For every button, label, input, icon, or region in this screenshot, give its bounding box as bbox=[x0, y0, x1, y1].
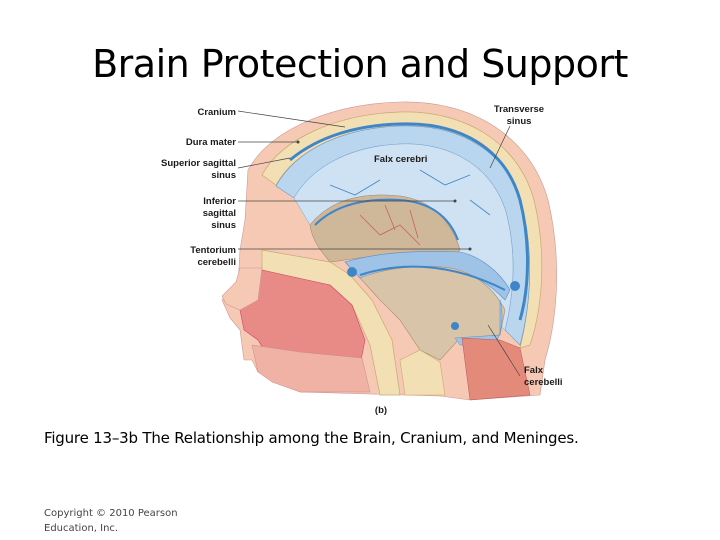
vertebrae bbox=[399, 349, 446, 396]
leader-lines bbox=[237, 110, 521, 377]
nose bbox=[221, 267, 263, 311]
inferior-sagittal-sinus bbox=[314, 198, 459, 241]
label-inferior-sagittal-line1: Inferior bbox=[203, 196, 236, 207]
confluence-dot bbox=[347, 267, 357, 277]
straight-sinus bbox=[359, 265, 506, 291]
label-falx-cerebelli-line1: Falx bbox=[524, 365, 544, 376]
copyright-notice: Copyright © 2010 Pearson Education, Inc. bbox=[44, 506, 204, 536]
figure-caption: Figure 13–3b The Relationship among the … bbox=[44, 429, 579, 447]
slide-title: Brain Protection and Support bbox=[92, 42, 628, 86]
falx-cerebelli bbox=[454, 299, 503, 346]
cerebral-vessels bbox=[359, 204, 421, 246]
panel-label: (b) bbox=[375, 405, 387, 416]
label-cranium: Cranium bbox=[197, 107, 236, 118]
superior-sagittal-sinus bbox=[289, 122, 529, 321]
dura-vessels bbox=[329, 169, 491, 216]
label-dura-mater: Dura mater bbox=[186, 137, 236, 148]
transverse-sinus-dot bbox=[510, 281, 520, 291]
label-tentorium-line1: Tentorium bbox=[190, 245, 236, 256]
label-inferior-sagittal-line3: sinus bbox=[211, 220, 236, 231]
falx-cerebelli-dot bbox=[451, 322, 459, 330]
copyright-line-1: Copyright © 2010 Pearson bbox=[44, 508, 178, 519]
label-tentorium-line2: cerebelli bbox=[197, 257, 236, 268]
copyright-line-2: Education, Inc. bbox=[44, 523, 119, 534]
label-falx-cerebelli-line2: cerebelli bbox=[524, 377, 563, 388]
label-transverse-line1: Transverse bbox=[494, 104, 544, 115]
label-inferior-sagittal-line2: sagittal bbox=[203, 208, 236, 219]
label-superior-sagittal-line2: sinus bbox=[211, 170, 236, 181]
neck-muscle bbox=[461, 337, 531, 401]
label-falx-cerebri: Falx cerebri bbox=[374, 154, 427, 165]
label-superior-sagittal-line1: Superior sagittal bbox=[161, 158, 236, 169]
oral-region bbox=[251, 344, 371, 393]
label-transverse-line2: sinus bbox=[507, 116, 532, 127]
